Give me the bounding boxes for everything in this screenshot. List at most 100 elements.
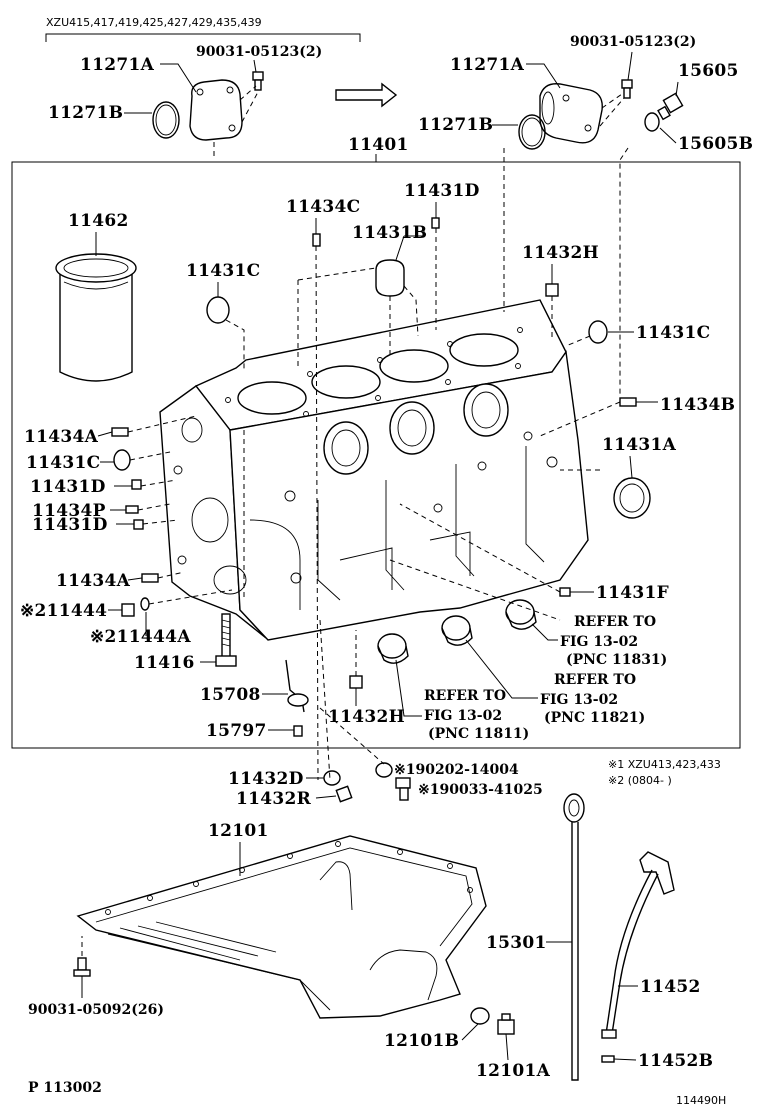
label-11434A-1: 11434A (24, 427, 99, 447)
cylinder-liner (55, 253, 137, 382)
bolt-15797 (293, 725, 303, 737)
plug-11431D-1 (131, 479, 142, 490)
label-11434B: 11434B (660, 395, 735, 415)
refer-1-line-3: (PNC 11831) (566, 652, 667, 668)
refer-3-line-1: REFER TO (424, 688, 506, 704)
label-11452: 11452 (640, 977, 701, 997)
model-note: XZU415,417,419,425,427,429,435,439 (46, 16, 262, 29)
label-11431C-left: 11431C (26, 453, 100, 473)
plug-11431A (613, 477, 651, 519)
refer-2-line-2: FIG 13-02 (540, 692, 618, 708)
label-11416: 11416 (134, 653, 195, 673)
plug-11444 (121, 597, 150, 617)
label-11462: 11462 (68, 211, 129, 231)
label-11452B: 11452B (638, 1051, 713, 1071)
pin-11434C (312, 233, 321, 247)
cover-plate-left (189, 79, 243, 141)
bearing-upper-1 (377, 633, 409, 664)
plug-11431D-top (431, 217, 440, 229)
label-90033: ※190033-41025 (418, 782, 543, 798)
bolt-90033 (395, 777, 411, 801)
bearing-upper-2 (441, 615, 473, 646)
pin-11432H-top (545, 283, 559, 297)
label-11432H-top: 11432H (522, 243, 599, 263)
note-2: ※2 (0804- ) (608, 774, 672, 787)
label-15605B: 15605B (678, 134, 753, 154)
cover-housing-right (539, 83, 603, 144)
refer-2-line-1: REFER TO (554, 672, 636, 688)
label-90031-05123-right: 90031-05123(2) (570, 34, 696, 50)
pin-11432D (323, 770, 341, 786)
plug-11431D-2 (133, 519, 144, 530)
label-15301: 15301 (486, 933, 547, 953)
label-90031-05123-left: 90031-05123(2) (196, 44, 322, 60)
dipstick-15301 (563, 793, 585, 1081)
label-15605: 15605 (678, 61, 739, 81)
label-11444A: ※211444A (90, 627, 191, 647)
label-11431A: 11431A (602, 435, 677, 455)
label-11432D: 11432D (228, 769, 304, 789)
label-11401: 11401 (348, 135, 409, 155)
washer-90202 (375, 762, 393, 778)
label-12101A: 12101A (476, 1061, 551, 1081)
label-11432R: 11432R (236, 789, 312, 809)
plug-11431F (559, 587, 571, 597)
label-11444: ※211444 (20, 601, 107, 621)
label-11431D-1: 11431D (30, 477, 106, 497)
bearing-upper-3 (505, 599, 537, 630)
label-11271B-right: 11271B (418, 115, 493, 135)
gasket-15605B (644, 112, 660, 132)
label-11271A-left: 11271A (80, 55, 155, 75)
pin-11434A-1 (111, 427, 129, 437)
plug-11431C-right (588, 320, 608, 344)
guide-tube-11452 (601, 851, 675, 1039)
o-ring-right (518, 114, 546, 150)
label-12101: 12101 (208, 821, 269, 841)
plug-11432R (335, 785, 353, 803)
plug-11431C-top (206, 296, 230, 324)
bolt-11416 (215, 613, 237, 667)
label-11431D-top: 11431D (404, 181, 480, 201)
label-15708: 15708 (200, 685, 261, 705)
refer-3-line-3: (PNC 11811) (428, 726, 529, 742)
oil-nozzle-15708 (285, 659, 309, 713)
pin-11432H-bottom (349, 675, 363, 689)
label-11432H-bottom: 11432H (328, 707, 405, 727)
label-11431D-2: 11431D (32, 515, 108, 535)
label-90202: ※190202-14004 (394, 762, 519, 778)
bolt-90031-05092 (73, 957, 91, 977)
plug-15605 (657, 92, 684, 121)
label-11431F: 11431F (596, 583, 669, 603)
label-11271B-left: 11271B (48, 103, 123, 123)
bolt-left (252, 71, 264, 91)
model-bracket (45, 33, 361, 42)
gasket-12101B (470, 1007, 490, 1025)
refer-2-line-3: (PNC 11821) (544, 710, 645, 726)
pin-11434A-2 (141, 573, 159, 583)
pin-11434B (619, 397, 637, 407)
footer-figure-code: 114490H (676, 1094, 726, 1107)
label-11431B: 11431B (352, 223, 427, 243)
label-90031-05092: 90031-05092(26) (28, 1002, 164, 1018)
label-11434P: 11434P (32, 501, 106, 521)
o-ring-left (152, 101, 180, 139)
plug-11431C-left (113, 449, 131, 471)
label-11271A-right: 11271A (450, 55, 525, 75)
refer-1-line-1: REFER TO (574, 614, 656, 630)
refer-3-line-2: FIG 13-02 (424, 708, 502, 724)
label-11431C-top: 11431C (186, 261, 260, 281)
note-1: ※1 XZU413,423,433 (608, 758, 721, 771)
oil-pan (76, 835, 487, 1019)
ring-11452B (601, 1055, 615, 1063)
label-11431C-right: 11431C (636, 323, 710, 343)
cylinder-block (159, 299, 589, 641)
label-11434C: 11434C (286, 197, 360, 217)
plug-11431B (375, 259, 405, 297)
label-12101B: 12101B (384, 1031, 459, 1051)
bolt-right (621, 79, 633, 99)
arrow-right-icon (335, 82, 398, 108)
drain-plug-12101A (497, 1013, 515, 1035)
refer-1-line-2: FIG 13-02 (560, 634, 638, 650)
label-15797: 15797 (206, 721, 267, 741)
